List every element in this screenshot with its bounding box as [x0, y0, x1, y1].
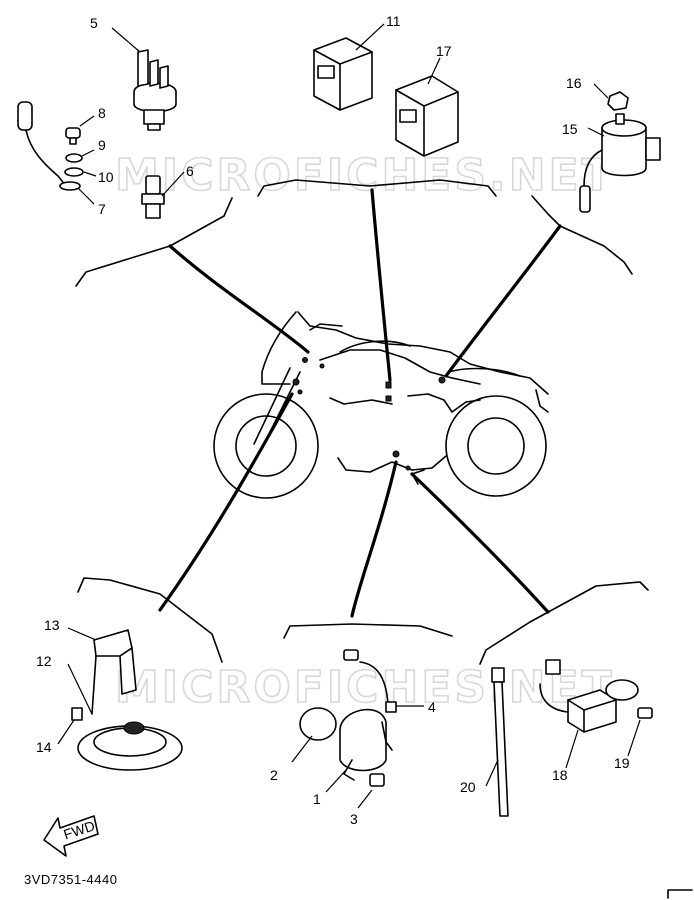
callout-9: 9	[98, 137, 106, 153]
callout-19: 19	[614, 755, 630, 771]
callout-20: 20	[460, 779, 476, 795]
callout-4: 4	[428, 699, 436, 715]
callout-6: 6	[186, 163, 194, 179]
part-starter-relay	[579, 83, 661, 213]
watermark-bottom: MICROFICHES.NET	[115, 662, 615, 713]
part-relay-11	[313, 23, 385, 111]
callout-7: 7	[98, 201, 106, 217]
callout-16: 16	[566, 75, 582, 91]
part-horn	[57, 627, 183, 771]
part-relay-17	[395, 57, 459, 157]
group-brackets	[75, 179, 649, 665]
part-thermo-switch	[111, 27, 177, 131]
callout-3: 3	[350, 811, 358, 827]
callout-14: 14	[36, 739, 52, 755]
callout-12: 12	[36, 653, 52, 669]
callout-18: 18	[552, 767, 568, 783]
motorcycle-outline	[213, 311, 549, 499]
part-speed-sensor	[291, 649, 424, 809]
connector-lines	[158, 188, 562, 618]
diagram-code: 3VD7351-4440	[24, 872, 117, 887]
part-sensor-lead	[17, 101, 97, 205]
callout-11: 11	[386, 13, 401, 29]
part-neutral-switch	[141, 171, 185, 219]
callout-10: 10	[98, 169, 114, 185]
part-control-module	[539, 659, 653, 769]
watermark-top: MICROFICHES.NET	[115, 150, 615, 201]
corner-mark	[667, 889, 693, 899]
part-cable-band	[485, 667, 509, 817]
callout-5: 5	[90, 15, 98, 31]
callout-17: 17	[436, 43, 452, 59]
callout-2: 2	[270, 767, 278, 783]
callout-1: 1	[313, 791, 321, 807]
callout-8: 8	[98, 105, 106, 121]
callout-15: 15	[562, 121, 578, 137]
callout-labels: 1 2 3 4 5 6 7 8 9 10 11 12 13 14 15 16 1…	[36, 13, 630, 827]
callout-13: 13	[44, 617, 60, 633]
forward-arrow-icon: FWD	[43, 815, 99, 857]
